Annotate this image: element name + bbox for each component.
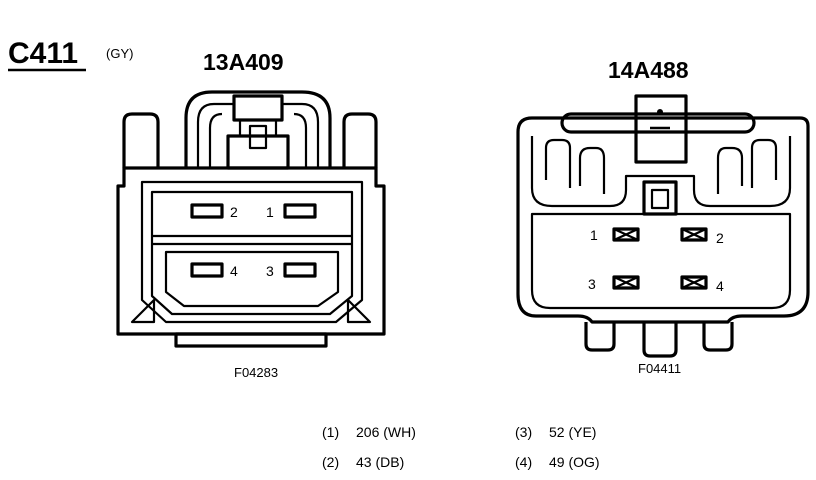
connector-id: C411 (8, 37, 78, 70)
right-pin-label-3: 3 (588, 276, 596, 292)
left-latch-inner-right (293, 112, 308, 168)
right-shoulder-left (578, 146, 606, 194)
right-latch-block (634, 94, 688, 164)
left-pin-label-1: 1 (266, 204, 274, 220)
left-terminal-3 (283, 262, 317, 278)
legend-pin-3: (3) (515, 424, 532, 440)
right-connector-face (530, 212, 792, 310)
left-terminal-2 (190, 203, 224, 219)
right-terminal-3 (612, 275, 640, 290)
left-lower-cavity (164, 250, 340, 308)
right-connector-drawing (516, 94, 810, 358)
legend-pin-1: (1) (322, 424, 339, 440)
right-foot-left (584, 322, 616, 352)
legend-circuit-1: 206 (WH) (356, 424, 416, 440)
left-corner-triangle-right (346, 298, 372, 324)
right-terminal-1 (612, 227, 640, 242)
left-latch-neck (238, 118, 278, 138)
left-connector-drawing (116, 90, 386, 348)
circuit-legend: (1) 206 (WH) (3) 52 (YE) (2) 43 (DB) (4)… (322, 424, 600, 470)
right-key-inner (650, 188, 670, 210)
left-pin-label-3: 3 (266, 263, 274, 279)
right-pocket-left (544, 138, 572, 188)
left-pin-label-4: 4 (230, 263, 238, 279)
left-terminal-1 (283, 203, 317, 219)
left-figure-id: F04283 (234, 365, 278, 380)
right-key-outer (642, 180, 678, 216)
left-connector-face-inner (150, 190, 354, 316)
right-terminal-4 (680, 275, 708, 290)
right-upper-contour (530, 136, 792, 208)
left-connector-face (140, 180, 364, 324)
right-part-number: 14A488 (608, 57, 689, 83)
connector-color-code: (GY) (106, 46, 133, 61)
legend-circuit-2: 43 (DB) (356, 454, 404, 470)
left-pin-label-2: 2 (230, 204, 238, 220)
left-part-number: 13A409 (203, 49, 284, 75)
right-shoulder-right (716, 146, 744, 194)
right-foot-center (642, 322, 678, 358)
left-latch-outer (184, 90, 332, 168)
left-corner-triangle-left (130, 298, 156, 324)
left-side-post-left (122, 112, 160, 168)
right-pin-label-2: 2 (716, 230, 724, 246)
left-side-post-right (342, 112, 378, 168)
right-connector-body (516, 116, 810, 324)
left-terminal-4 (190, 262, 224, 278)
left-latch-arm-right (282, 102, 320, 168)
right-pin-label-1: 1 (590, 227, 598, 243)
legend-circuit-4: 49 (OG) (549, 454, 600, 470)
right-figure-id: F04411 (638, 361, 681, 376)
left-latch-slot (248, 124, 268, 150)
left-latch-arm-left (196, 102, 234, 168)
legend-pin-2: (2) (322, 454, 339, 470)
left-latch-head (232, 94, 284, 122)
left-connector-body (116, 166, 386, 336)
left-latch-inner-left (208, 112, 223, 168)
right-terminal-2 (680, 227, 708, 242)
right-pin-label-4: 4 (716, 278, 724, 294)
right-foot-right (702, 322, 734, 352)
right-latch-pin (657, 109, 663, 115)
legend-pin-4: (4) (515, 454, 532, 470)
legend-circuit-3: 52 (YE) (549, 424, 596, 440)
left-connector-foot (174, 332, 328, 348)
right-pocket-right (750, 138, 778, 188)
left-latch-base (226, 134, 290, 170)
